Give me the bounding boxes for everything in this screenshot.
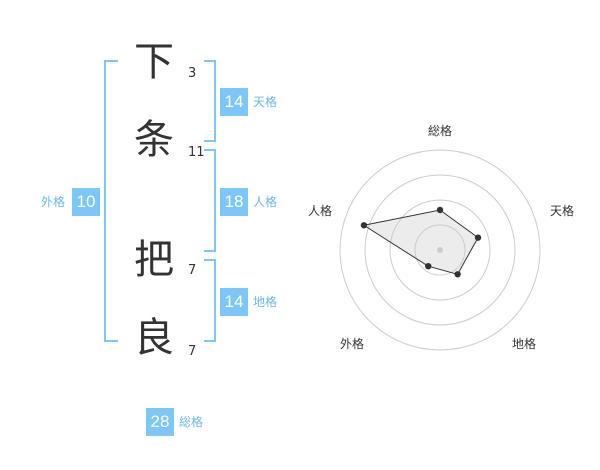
radar-rings bbox=[339, 149, 541, 351]
radar-axis-label-jinkaku: 人格 bbox=[307, 204, 332, 218]
radar-ring-3 bbox=[364, 174, 516, 326]
radar-shape bbox=[362, 209, 479, 275]
stroke-count-2: 11 bbox=[188, 145, 205, 160]
radar-point-1 bbox=[436, 206, 444, 214]
name-char-4: 良 bbox=[134, 315, 174, 361]
radar-center bbox=[437, 247, 443, 253]
radar-axis-label-chikaku: 地格 bbox=[511, 337, 536, 351]
tenkaku-value: 14 bbox=[220, 88, 248, 116]
gaikaku-value: 10 bbox=[72, 188, 100, 216]
chikaku-value: 14 bbox=[220, 288, 248, 316]
radar-point-5 bbox=[360, 222, 368, 229]
jinkaku-bracket bbox=[204, 149, 216, 252]
name-char-1: 下 bbox=[134, 39, 174, 85]
stroke-count-3: 7 bbox=[188, 263, 197, 278]
radar-ring-4 bbox=[339, 149, 541, 351]
soukaku-label: 総格 bbox=[179, 415, 204, 429]
radar-points bbox=[360, 206, 482, 278]
radar-axis-label-soukaku: 総格 bbox=[427, 124, 452, 138]
name-char-2: 条 bbox=[134, 117, 174, 163]
jinkaku-label: 人格 bbox=[253, 195, 278, 209]
chikaku-bracket bbox=[204, 259, 216, 342]
tenkaku-bracket bbox=[204, 60, 216, 142]
gaikaku-label: 外格 bbox=[41, 195, 66, 209]
radar-axis-label-gaikaku: 外格 bbox=[339, 337, 364, 351]
jinkaku-value: 18 bbox=[220, 188, 248, 216]
name-char-3: 把 bbox=[134, 237, 174, 283]
gaikaku-bracket bbox=[104, 60, 118, 342]
chikaku-label: 地格 bbox=[253, 295, 278, 309]
stroke-count-1: 3 bbox=[188, 66, 197, 81]
tenkaku-label: 天格 bbox=[253, 95, 278, 109]
radar-axis-label-tenkaku: 天格 bbox=[549, 204, 574, 218]
radar-ring-2 bbox=[389, 199, 491, 301]
radar-svg bbox=[339, 149, 541, 351]
radar-point-3 bbox=[454, 271, 461, 278]
radar-polygon bbox=[362, 209, 479, 275]
radar-point-2 bbox=[474, 234, 482, 241]
radar-chart: 総格 天格 地格 外格 人格 bbox=[300, 110, 590, 370]
soukaku-value: 28 bbox=[146, 408, 174, 436]
radar-ring-1 bbox=[414, 224, 466, 276]
radar-point-4 bbox=[425, 262, 432, 270]
stroke-count-4: 7 bbox=[188, 344, 197, 359]
